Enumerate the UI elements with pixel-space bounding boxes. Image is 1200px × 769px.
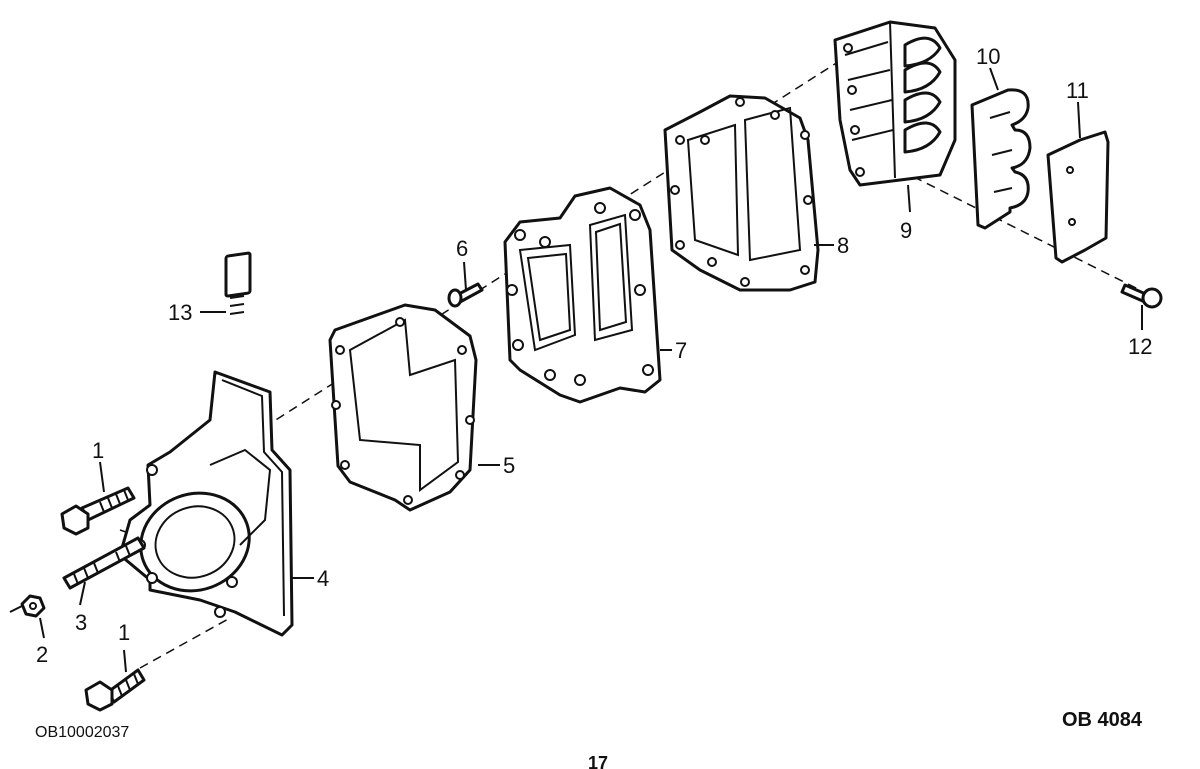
part-12-screw — [1120, 283, 1163, 309]
page-number: 17 — [588, 753, 608, 769]
label-part-8: 8 — [837, 233, 849, 258]
label-part-7: 7 — [675, 338, 687, 363]
callout-labels: 1 1 2 3 4 5 6 7 8 9 10 11 12 13 — [36, 44, 1152, 667]
part-8-gasket — [663, 94, 820, 292]
part-7-reed-plate — [503, 186, 662, 404]
label-part-6: 6 — [456, 236, 468, 261]
part-9-reed-block — [833, 20, 957, 187]
label-part-5: 5 — [503, 453, 515, 478]
label-part-2: 2 — [36, 642, 48, 667]
label-part-4: 4 — [317, 566, 329, 591]
part-1-lower-bolt — [84, 668, 146, 712]
part-1-upper-bolt — [60, 486, 136, 536]
leader-lines — [39, 67, 1143, 673]
part-4-intake-cover — [118, 370, 294, 637]
label-part-12: 12 — [1128, 334, 1152, 359]
label-part-10: 10 — [976, 44, 1000, 69]
part-11-reed-stop — [1046, 130, 1110, 264]
part-2-nut — [9, 594, 46, 618]
label-part-9: 9 — [900, 218, 912, 243]
drawing-code: OB10002037 — [35, 724, 129, 741]
label-part-1-lower: 1 — [118, 620, 130, 645]
part-10-reed-petals — [970, 88, 1032, 230]
part-3-stud — [62, 536, 146, 590]
part-6-screw — [447, 282, 484, 308]
label-part-13: 13 — [168, 300, 192, 325]
part-13-decal — [224, 251, 252, 315]
label-part-3: 3 — [75, 610, 87, 635]
label-part-11: 11 — [1066, 78, 1089, 103]
figure-code: OB 4084 — [1062, 709, 1143, 731]
part-5-gasket — [328, 303, 478, 512]
label-part-1-upper: 1 — [92, 438, 104, 463]
